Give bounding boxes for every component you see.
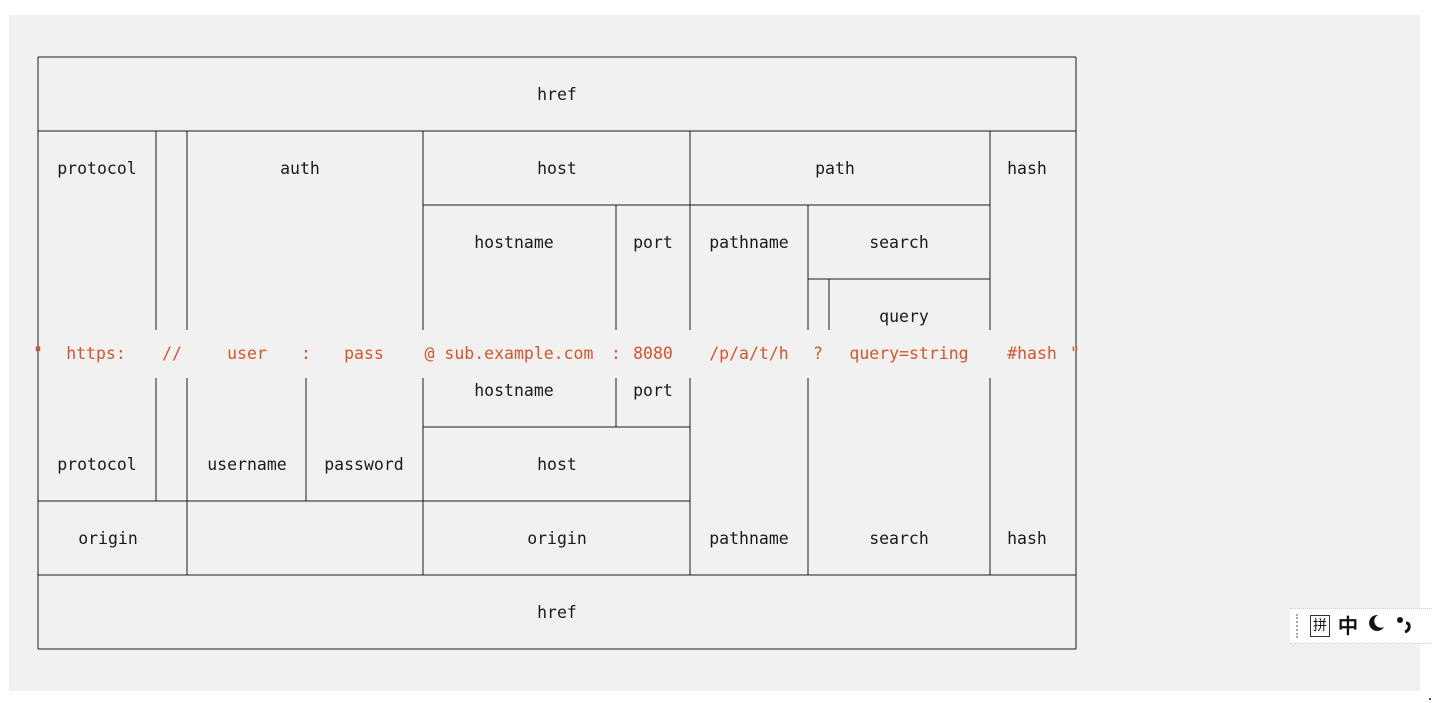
- label-protocol-top: protocol: [57, 159, 136, 178]
- label-password: password: [324, 455, 403, 474]
- url-slashes: //: [162, 344, 182, 363]
- label-origin-left: origin: [78, 529, 138, 548]
- ime-toolbar[interactable]: 拼 中: [1290, 608, 1432, 644]
- label-username: username: [207, 455, 286, 474]
- url-quote-close: ": [1070, 344, 1080, 363]
- label-search-top: search: [869, 233, 929, 252]
- label-port-top: port: [633, 233, 673, 252]
- url-protocol: https:: [66, 344, 126, 363]
- label-search-bottom: search: [869, 529, 929, 548]
- label-hash-bottom: hash: [1007, 529, 1047, 548]
- moon-icon-graphic: [1369, 614, 1384, 631]
- url-question: ?: [813, 344, 823, 363]
- url-auth-colon: :: [301, 344, 311, 363]
- ime-language-toggle[interactable]: 中: [1338, 614, 1358, 638]
- label-origin-right: origin: [527, 529, 587, 548]
- label-hostname-top: hostname: [474, 233, 553, 252]
- label-port-bottom: port: [633, 381, 673, 400]
- label-path: path: [815, 159, 855, 178]
- label-host-bottom: host: [537, 455, 577, 474]
- url-hash: #hash: [1007, 344, 1057, 363]
- url-quote-open: ": [33, 344, 43, 363]
- code-block: [9, 15, 1420, 691]
- label-protocol-bottom: protocol: [57, 455, 136, 474]
- label-host-top: host: [537, 159, 577, 178]
- label-auth: auth: [280, 159, 320, 178]
- url-pathname: /p/a/t/h: [709, 344, 788, 363]
- url-host: @ sub.example.com: [425, 344, 594, 363]
- label-hostname-bottom: hostname: [474, 381, 553, 400]
- diagram-lines: [37, 56, 1077, 650]
- label-hash-top: hash: [1007, 159, 1047, 178]
- label-href-bottom: href: [537, 603, 577, 622]
- label-href-top: href: [537, 85, 577, 104]
- corner-dot: [1429, 698, 1431, 700]
- toolbar-grip-handle[interactable]: [1296, 614, 1302, 638]
- url-pass: pass: [344, 344, 384, 363]
- punctuation-icon[interactable]: [1394, 611, 1414, 641]
- label-pathname-top: pathname: [709, 233, 788, 252]
- moon-icon[interactable]: [1366, 611, 1386, 641]
- url-port: 8080: [633, 344, 673, 363]
- label-pathname-bottom: pathname: [709, 529, 788, 548]
- url-query: query=string: [849, 344, 968, 363]
- url-user: user: [227, 344, 267, 363]
- punctuation-icon-graphic: [1397, 617, 1411, 634]
- label-query: query: [879, 307, 929, 326]
- ime-mode-icon[interactable]: 拼: [1310, 615, 1330, 637]
- url-port-colon: :: [611, 344, 621, 363]
